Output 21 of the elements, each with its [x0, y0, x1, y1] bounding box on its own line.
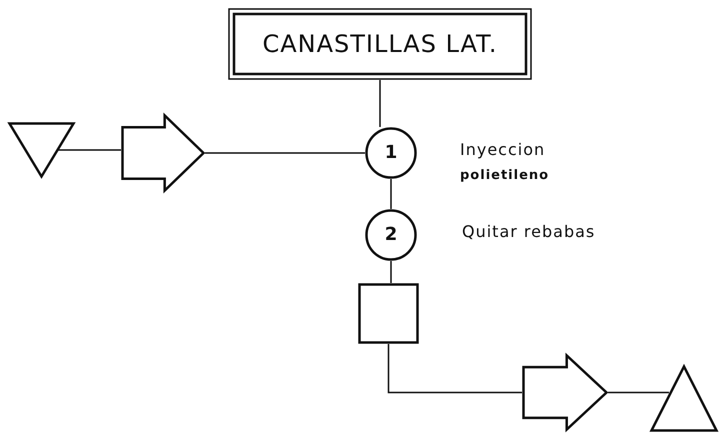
operation-circle: [365, 209, 417, 261]
inspection-square: [358, 283, 419, 344]
connector-line: [58, 149, 121, 151]
storage-triangle: [650, 365, 718, 432]
step-number: 2: [384, 224, 398, 246]
step-description: Inyeccion: [460, 140, 546, 159]
connector-line: [390, 179, 392, 209]
operation-circle: [365, 127, 417, 179]
step-description: Quitar rebabas: [462, 222, 596, 241]
step-number: 1: [384, 142, 398, 164]
connector-line: [379, 80, 381, 127]
connector-line: [390, 261, 392, 283]
connector-line: [608, 392, 669, 394]
transport-arrow: [522, 354, 608, 431]
step-description: polietileno: [460, 168, 550, 183]
transport-arrow: [121, 114, 205, 192]
connector-line: [205, 152, 365, 154]
connector-line: [388, 344, 522, 394]
title-text: CANASTILLAS LAT.: [261, 30, 498, 58]
storage-triangle: [8, 122, 75, 178]
title-box: [228, 8, 532, 80]
